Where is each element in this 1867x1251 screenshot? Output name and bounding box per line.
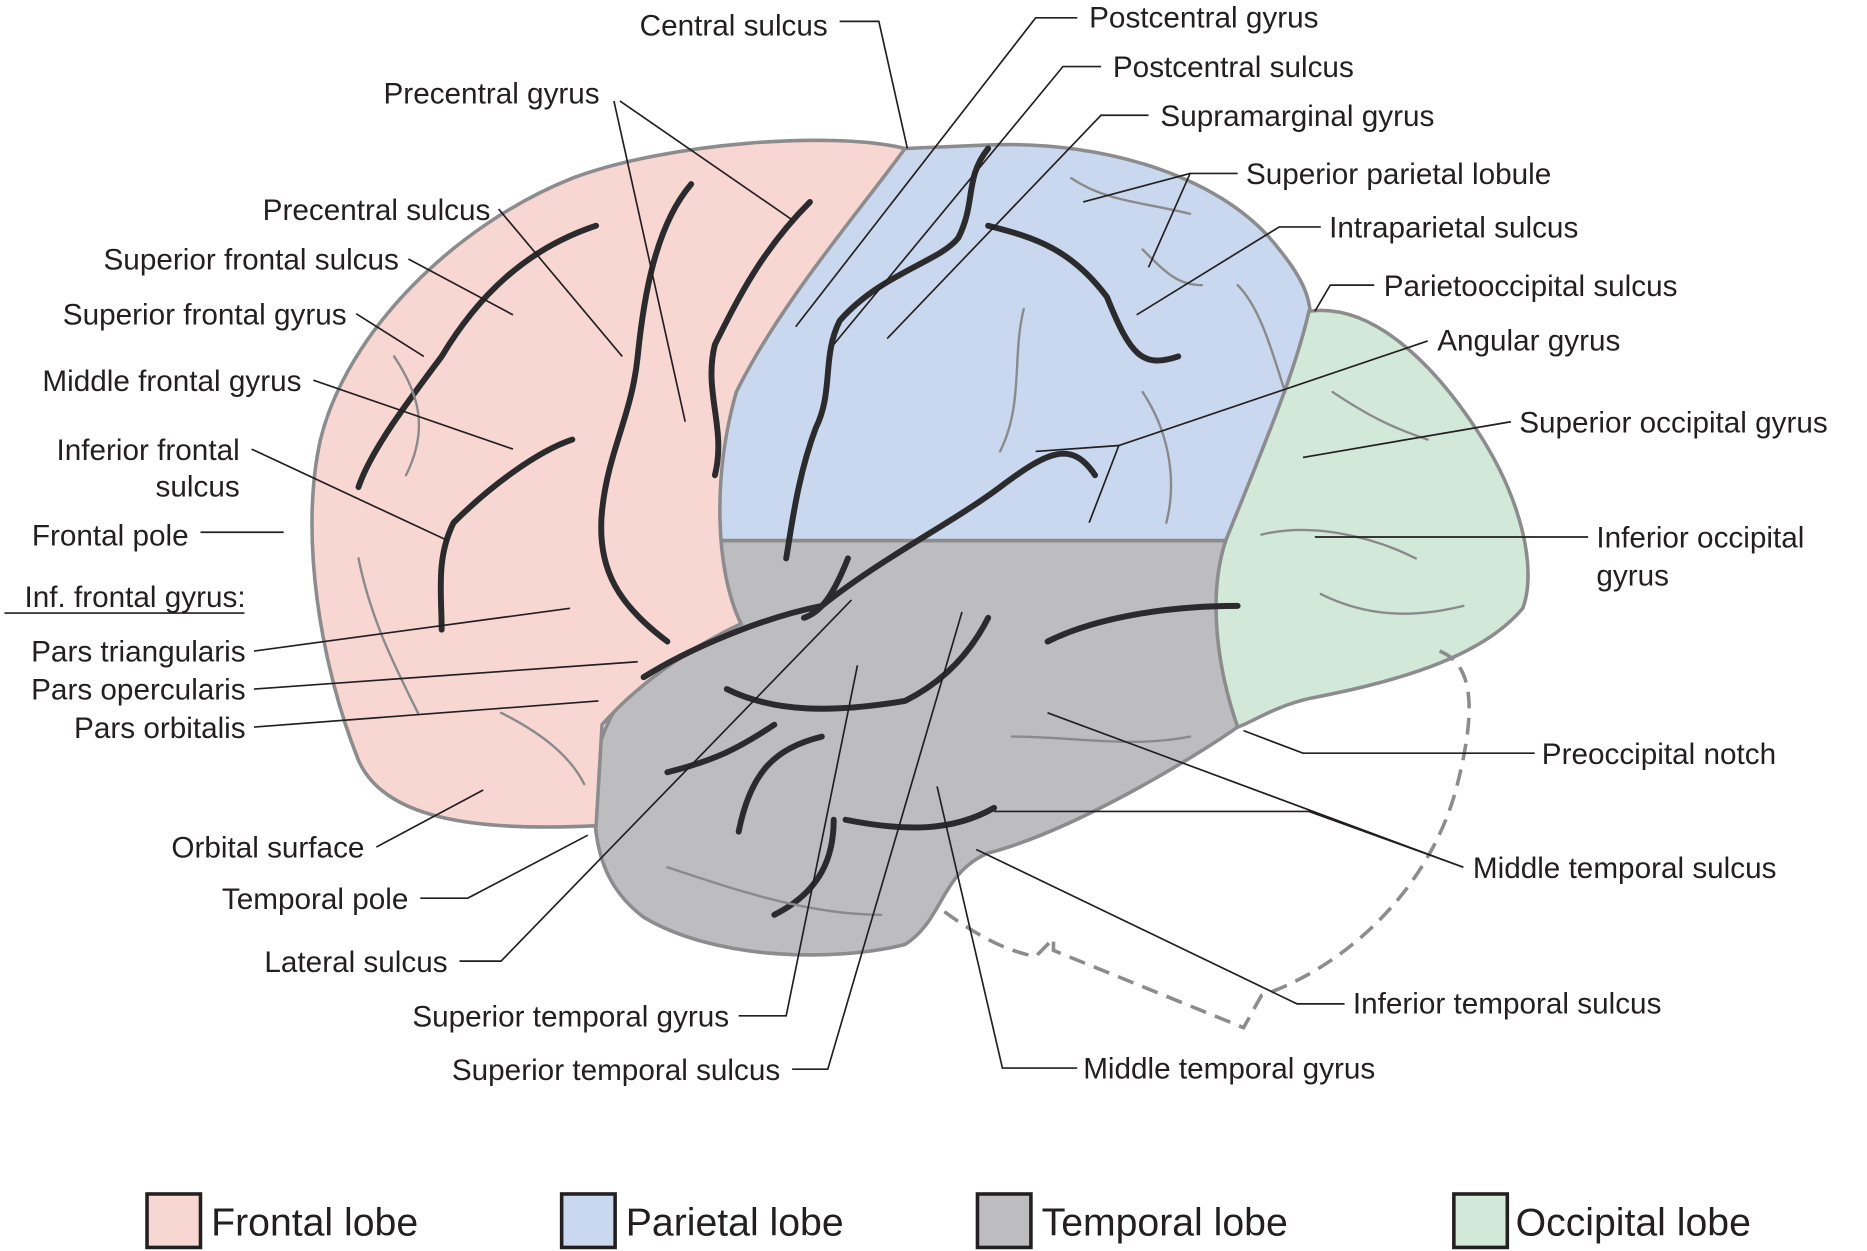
label-precentral-sulcus: Precentral sulcus — [263, 194, 491, 227]
legend-item-parietal: Parietal lobe — [559, 1192, 844, 1250]
label-superior-parietal-lobule: Superior parietal lobule — [1246, 158, 1551, 191]
label-postcentral-sulcus: Postcentral sulcus — [1113, 51, 1354, 84]
label-angular-gyrus: Angular gyrus — [1437, 324, 1620, 357]
legend-swatch-parietal — [559, 1192, 617, 1250]
label-middle-frontal-gyrus: Middle frontal gyrus — [42, 365, 301, 398]
brain — [310, 138, 1530, 1030]
label-postcentral-gyrus: Postcentral gyrus — [1089, 1, 1318, 34]
label-pars-triangularis: Pars triangularis — [31, 636, 246, 669]
sulcus-lines — [355, 145, 1241, 918]
label-pars-orbitalis: Pars orbitalis — [74, 712, 246, 745]
label-superior-occipital-gyrus: Superior occipital gyrus — [1519, 406, 1828, 439]
occipital-lobe-region — [1214, 308, 1530, 730]
label-temporal-pole: Temporal pole — [222, 883, 408, 916]
label-supramarginal-gyrus: Supramarginal gyrus — [1160, 100, 1434, 133]
label-superior-frontal-sulcus: Superior frontal sulcus — [104, 244, 399, 277]
legend-label-parietal: Parietal lobe — [626, 1202, 844, 1245]
label-orbital-surface: Orbital surface — [171, 832, 364, 865]
label-inferior-frontal-sulcus-line2: sulcus — [156, 471, 240, 504]
label-superior-frontal-gyrus: Superior frontal gyrus — [63, 298, 347, 331]
label-parietooccipital-sulcus: Parietooccipital sulcus — [1384, 270, 1678, 303]
label-precentral-gyrus: Precentral gyrus — [384, 77, 600, 110]
label-inferior-temporal-sulcus: Inferior temporal sulcus — [1353, 987, 1662, 1020]
legend-label-occipital: Occipital lobe — [1516, 1202, 1751, 1245]
legend-swatch-occipital — [1452, 1192, 1510, 1250]
label-central-sulcus: Central sulcus — [640, 10, 828, 43]
label-preoccipital-notch: Preoccipital notch — [1542, 738, 1776, 771]
label-inf-frontal-gyrus: Inf. frontal gyrus: — [25, 581, 246, 614]
legend-item-occipital: Occipital lobe — [1452, 1192, 1751, 1250]
minor-sulci — [357, 177, 1465, 916]
label-superior-temporal-gyrus: Superior temporal gyrus — [412, 1000, 729, 1033]
label-pars-opercularis: Pars opercularis — [31, 674, 246, 707]
legend-swatch-temporal — [975, 1192, 1033, 1250]
label-inferior-frontal-sulcus: Inferior frontal — [57, 434, 240, 467]
label-superior-temporal-sulcus: Superior temporal sulcus — [452, 1054, 780, 1087]
legend-swatch-frontal — [145, 1192, 203, 1250]
label-middle-temporal-gyrus: Middle temporal gyrus — [1083, 1053, 1375, 1086]
label-middle-temporal-sulcus: Middle temporal sulcus — [1473, 852, 1777, 885]
legend-item-frontal: Frontal lobe — [145, 1192, 418, 1250]
label-inferior-occipital-gyrus-line2: gyrus — [1596, 560, 1669, 593]
label-inferior-occipital-gyrus: Inferior occipital — [1596, 522, 1804, 555]
leader-lines — [4, 16, 1589, 1071]
legend-item-temporal: Temporal lobe — [975, 1192, 1288, 1250]
legend-label-frontal: Frontal lobe — [211, 1202, 418, 1245]
label-lateral-sulcus: Lateral sulcus — [264, 946, 447, 979]
label-intraparietal-sulcus: Intraparietal sulcus — [1329, 212, 1578, 245]
label-frontal-pole: Frontal pole — [32, 519, 189, 552]
cerebellum-outline — [939, 649, 1471, 1030]
legend: Frontal lobe Parietal lobe Temporal lobe… — [145, 1192, 1751, 1250]
legend-label-temporal: Temporal lobe — [1042, 1202, 1288, 1245]
